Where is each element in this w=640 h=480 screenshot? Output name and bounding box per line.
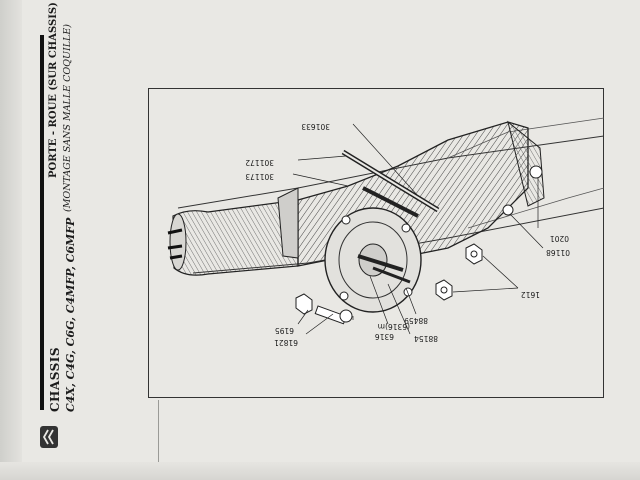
part-label-301172: 301172 — [245, 158, 274, 167]
part-label-0201: 0201 — [550, 234, 569, 243]
exploded-parts-diagram: 301633 301172 301173 0201 01168 1612 884… — [167, 117, 604, 347]
part-label-6316: 6316 — [375, 332, 394, 341]
part-label-61821: 61821 — [274, 338, 298, 347]
part-label-6195: 6195 — [275, 326, 294, 335]
leader-lines — [292, 123, 544, 335]
header-rule — [40, 35, 44, 410]
diagram-frame — [148, 88, 604, 398]
part-label-88154: 88154 — [414, 334, 438, 343]
part-label-301173: 301173 — [245, 172, 274, 181]
hub-studs — [357, 254, 411, 284]
double-chevron-logo-icon — [40, 426, 58, 448]
part-label-01168: 01168 — [546, 248, 570, 257]
bolt-and-washer — [295, 293, 353, 325]
tie-rod — [341, 149, 440, 218]
part-label-88459: 88459 — [404, 316, 428, 325]
page-left-edge — [0, 0, 22, 480]
part-subtitle: (MONTAGE SANS MALLE COQUILLE) — [62, 24, 73, 212]
chassis-models: C4X, C4G, C6G, C4MFP, C6MFP — [64, 217, 77, 412]
chassis-tube — [167, 199, 299, 276]
page-header: CHASSIS C4X, C4G, C6G, C4MFP, C6MFP PORT… — [40, 2, 96, 450]
part-label-6316m: (6316)m — [378, 322, 410, 331]
page-fold-line — [158, 400, 159, 480]
page-bottom-edge — [0, 462, 640, 480]
part-label-301633: 301633 — [301, 122, 330, 131]
chassis-label: CHASSIS — [48, 346, 62, 412]
part-label-1612: 1612 — [521, 290, 540, 299]
wheel-nuts — [435, 165, 543, 301]
part-title: PORTE - ROUE (SUR CHASSIS) — [48, 2, 59, 178]
part-number-labels: 301633 301172 301173 0201 01168 1612 884… — [245, 122, 570, 347]
